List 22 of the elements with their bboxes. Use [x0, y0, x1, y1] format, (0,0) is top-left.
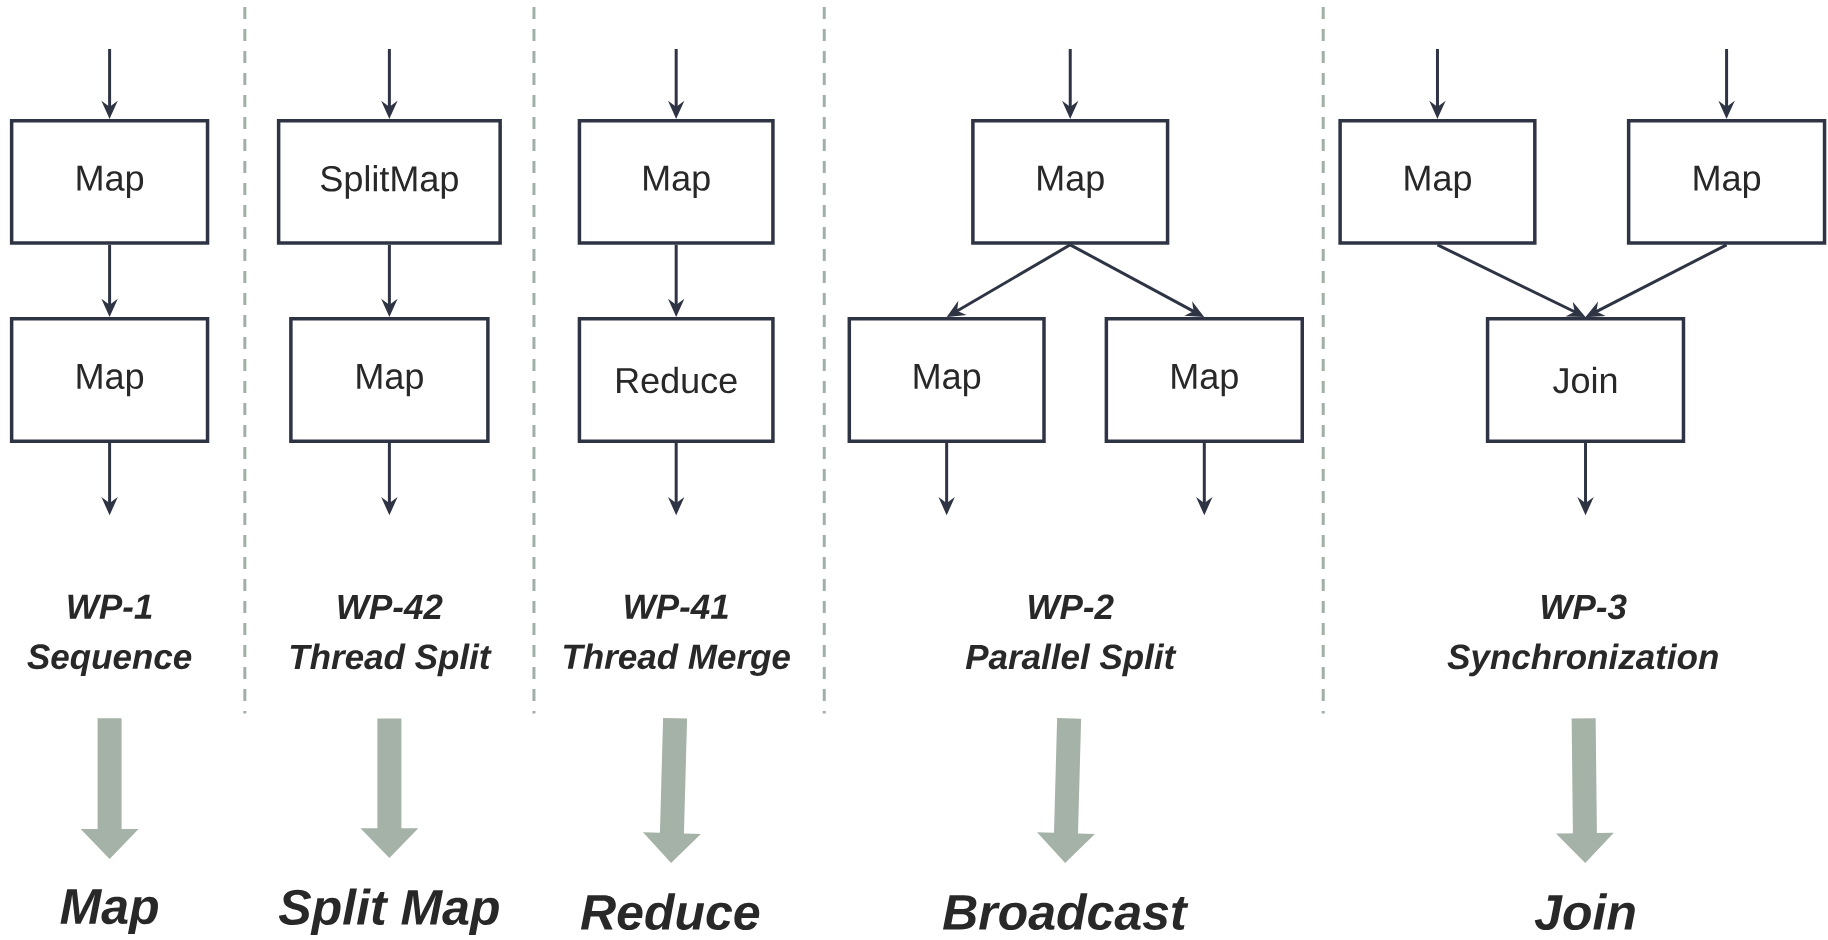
- process-box: Reduce: [577, 317, 775, 443]
- process-box: Map: [289, 317, 490, 443]
- process-box: Map: [9, 118, 210, 245]
- pattern-label: WP-42 Thread Split: [290, 594, 492, 677]
- pattern-name: Split Map: [278, 888, 499, 935]
- pattern-name: Reduce: [580, 893, 760, 931]
- process-box: Map: [1338, 118, 1537, 245]
- process-box: Join: [1485, 317, 1686, 443]
- pattern-label: WP-3 Synchronization: [1447, 594, 1718, 677]
- pattern-label: WP-2 Parallel Split: [965, 594, 1177, 677]
- pattern-name: Join: [1534, 893, 1635, 931]
- process-box: Map: [847, 317, 1046, 443]
- process-box: Map: [9, 317, 210, 443]
- process-box: Map: [1104, 317, 1304, 443]
- process-box: Map: [577, 118, 775, 245]
- pattern-label: WP-1 Sequence: [27, 594, 192, 677]
- pattern-name: Broadcast: [943, 893, 1189, 931]
- process-box: SplitMap: [276, 118, 502, 245]
- process-box: Map: [1626, 118, 1827, 245]
- pattern-label: WP-41 Thread Merge: [563, 594, 790, 677]
- pattern-name: Map: [60, 889, 158, 935]
- process-box: Map: [971, 118, 1170, 245]
